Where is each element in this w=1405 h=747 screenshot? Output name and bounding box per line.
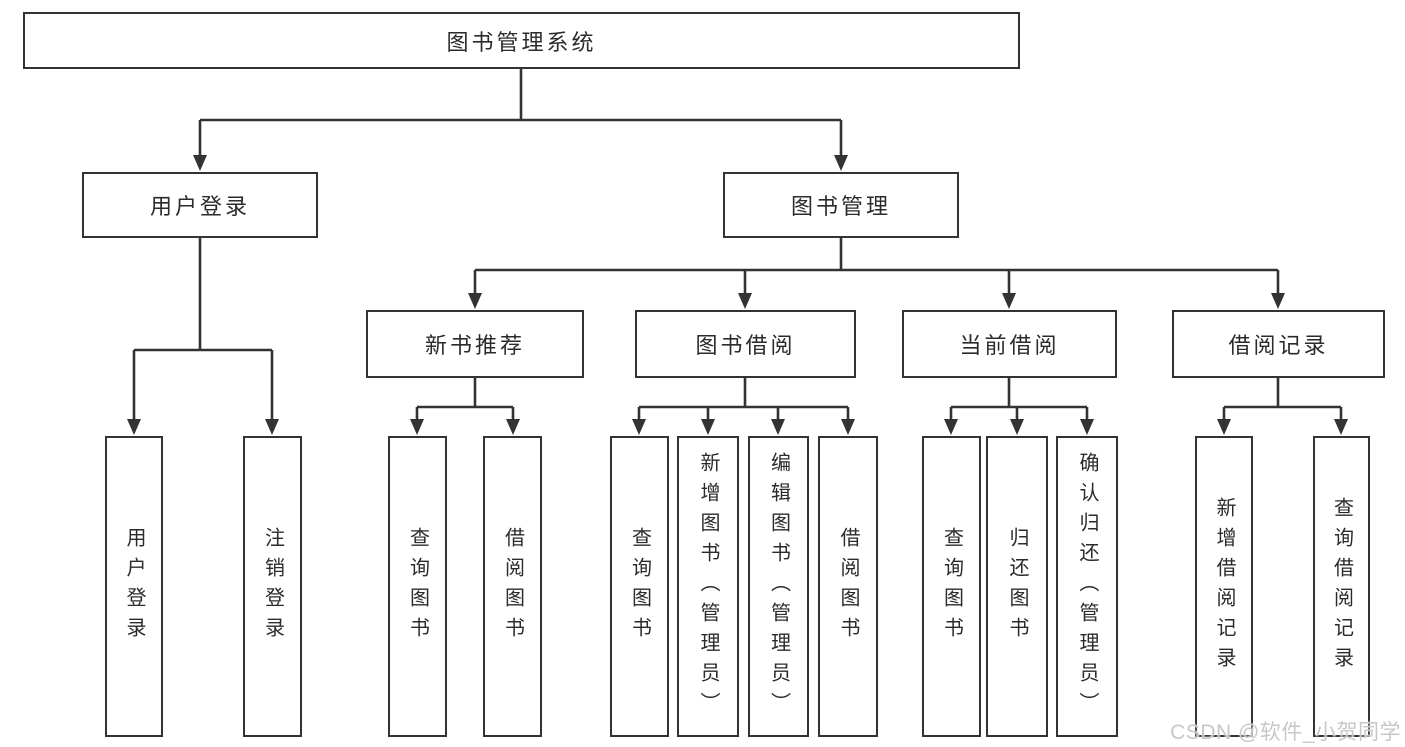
leaf-add-borrow-record-label: 新增借阅记录 [1213, 496, 1235, 677]
leaf-confirm-return-admin-label: 确认归还（管理员） [1076, 451, 1098, 722]
node-user-login-label: 用户登录 [149, 194, 250, 219]
leaf-add-book-admin-label: 新增图书（管理员） [697, 451, 719, 722]
leaf-confirm-return-admin: 确认归还（管理员） [1056, 436, 1118, 737]
leaf-user-login-label: 用户登录 [123, 526, 145, 647]
csdn-watermark: CSDN @软件_小贺同学 [1170, 721, 1401, 744]
leaf-borrow-book-recommend-label: 借阅图书 [501, 526, 524, 647]
leaf-add-borrow-record: 新增借阅记录 [1195, 436, 1253, 737]
leaf-borrow-book: 借阅图书 [818, 436, 878, 737]
leaf-query-book-borrow: 查询图书 [610, 436, 669, 737]
leaf-query-borrow-record-label: 查询借阅记录 [1330, 496, 1353, 677]
node-root-label: 图书管理系统 [446, 29, 597, 55]
node-book-borrow-label: 图书借阅 [695, 333, 796, 358]
leaf-edit-book-admin: 编辑图书（管理员） [748, 436, 809, 737]
node-book-borrow: 图书借阅 [635, 310, 856, 378]
leaf-query-book-recommend-label: 查询图书 [406, 526, 429, 647]
leaf-query-borrow-record: 查询借阅记录 [1313, 436, 1370, 737]
leaf-query-book-recommend: 查询图书 [388, 436, 447, 737]
node-borrow-records-label: 借阅记录 [1228, 333, 1329, 358]
leaf-user-login: 用户登录 [105, 436, 163, 737]
leaf-edit-book-admin-label: 编辑图书（管理员） [767, 451, 790, 722]
node-current-borrow: 当前借阅 [902, 310, 1117, 378]
node-book-management-label: 图书管理 [790, 194, 891, 219]
node-current-borrow-label: 当前借阅 [959, 333, 1060, 358]
arrowhead-icons [127, 155, 1348, 435]
node-new-book-recommend: 新书推荐 [366, 310, 584, 378]
node-root-system: 图书管理系统 [23, 12, 1020, 69]
leaf-borrow-book-recommend: 借阅图书 [483, 436, 542, 737]
node-book-management: 图书管理 [723, 172, 959, 238]
edge-lines [132, 69, 1343, 421]
leaf-logout-login: 注销登录 [243, 436, 302, 737]
node-user-login: 用户登录 [82, 172, 318, 238]
node-new-book-recommend-label: 新书推荐 [424, 333, 525, 358]
leaf-return-book: 归还图书 [986, 436, 1048, 737]
leaf-borrow-book-label: 借阅图书 [837, 526, 859, 647]
node-borrow-records: 借阅记录 [1172, 310, 1385, 378]
leaf-query-book-borrow-label: 查询图书 [628, 526, 651, 647]
leaf-query-book-current: 查询图书 [922, 436, 981, 737]
leaf-logout-login-label: 注销登录 [261, 526, 284, 647]
leaf-return-book-label: 归还图书 [1006, 526, 1028, 647]
leaf-query-book-current-label: 查询图书 [940, 526, 963, 647]
leaf-add-book-admin: 新增图书（管理员） [677, 436, 739, 737]
